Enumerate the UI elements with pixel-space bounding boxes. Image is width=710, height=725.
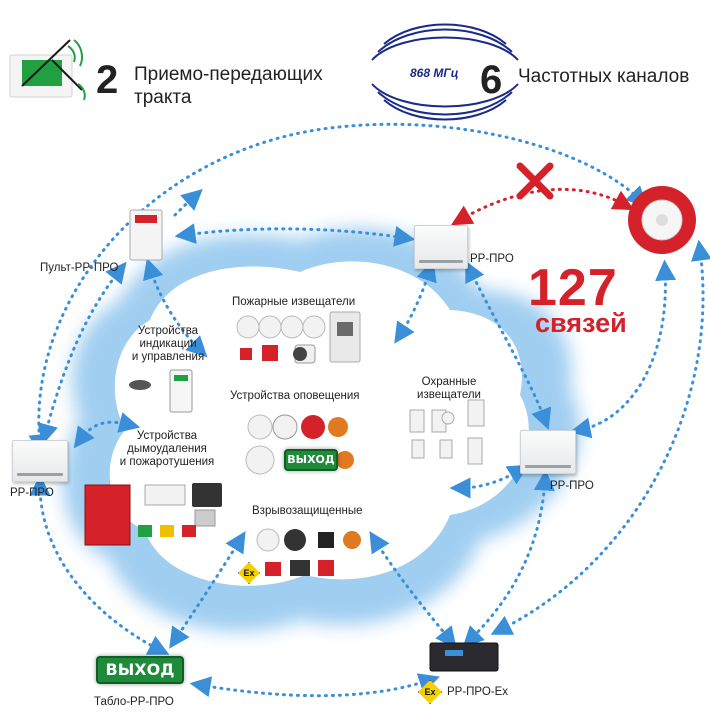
group-indication-line3: и управления bbox=[131, 351, 205, 363]
rrpro-top-device bbox=[414, 225, 468, 269]
group-explosion-proof: Взрывозащищенные bbox=[252, 505, 363, 517]
call-point-icon-2 bbox=[262, 345, 278, 361]
tablo-exit-sign: ВЫХОД bbox=[96, 656, 184, 684]
rrpro-right-device bbox=[520, 430, 576, 474]
links bbox=[28, 122, 710, 698]
siren-icon bbox=[628, 186, 696, 254]
group-security: Охранные извещатели bbox=[414, 376, 484, 402]
module-icon bbox=[9, 39, 86, 101]
group-indication-line1: Устройства bbox=[137, 325, 199, 337]
radio-wave-icon bbox=[371, 23, 519, 121]
group-indication-line2: индикации bbox=[139, 338, 197, 350]
key-fob-icon bbox=[129, 380, 151, 390]
group-smoke: Устройства дымоудаления и пожаротушения bbox=[112, 430, 222, 469]
rrpro-left-device bbox=[12, 440, 68, 482]
group-smoke-line3: и пожаротушения bbox=[119, 456, 215, 468]
call-point-icon bbox=[240, 348, 252, 360]
rrpro-left-label: РР-ПРО bbox=[10, 487, 54, 499]
rrpro-ex-device-icon bbox=[429, 642, 499, 672]
center-exit-sign: ВЫХОД bbox=[284, 449, 338, 471]
ex-badge-icon-2: Ex bbox=[238, 562, 260, 584]
links-count-label: связей bbox=[535, 308, 627, 338]
fire-panel-icon bbox=[84, 484, 131, 546]
frequency-label: 868 МГц bbox=[410, 66, 459, 80]
rrpro-right-label: РР-ПРО bbox=[550, 480, 594, 492]
links-count: 127 bbox=[528, 259, 618, 317]
pult-label: Пульт-РР-ПРО bbox=[40, 262, 119, 274]
group-security-line2: извещатели bbox=[417, 389, 481, 401]
transceivers-text-line1: Приемо-передающих bbox=[134, 64, 323, 85]
blocked-link bbox=[450, 187, 635, 226]
group-indication: Устройства индикации и управления bbox=[128, 325, 208, 364]
transceivers-text-line2: тракта bbox=[134, 87, 192, 108]
channels-number: 6 bbox=[480, 58, 503, 102]
bell-icon bbox=[301, 415, 325, 439]
group-smoke-line1: Устройства bbox=[136, 430, 198, 442]
rrpro-top-label: РР-ПРО bbox=[470, 253, 514, 265]
device-icons bbox=[84, 209, 499, 672]
transceivers-number: 2 bbox=[96, 58, 119, 102]
channels-text: Частотных каналов bbox=[518, 66, 690, 87]
group-security-line1: Охранные bbox=[421, 376, 477, 388]
x-icon bbox=[516, 162, 554, 200]
tablo-label: Табло-РР-ПРО bbox=[94, 696, 174, 708]
group-smoke-line2: дымоудаления bbox=[127, 443, 207, 455]
smoke-detector-icon bbox=[236, 315, 326, 339]
detector-panel-icon bbox=[329, 311, 361, 363]
group-warning: Устройства оповещения bbox=[230, 390, 360, 402]
group-fire-detectors: Пожарные извещатели bbox=[232, 296, 356, 308]
rrpro-ex-label: РР-ПРО-Ex bbox=[447, 686, 509, 698]
